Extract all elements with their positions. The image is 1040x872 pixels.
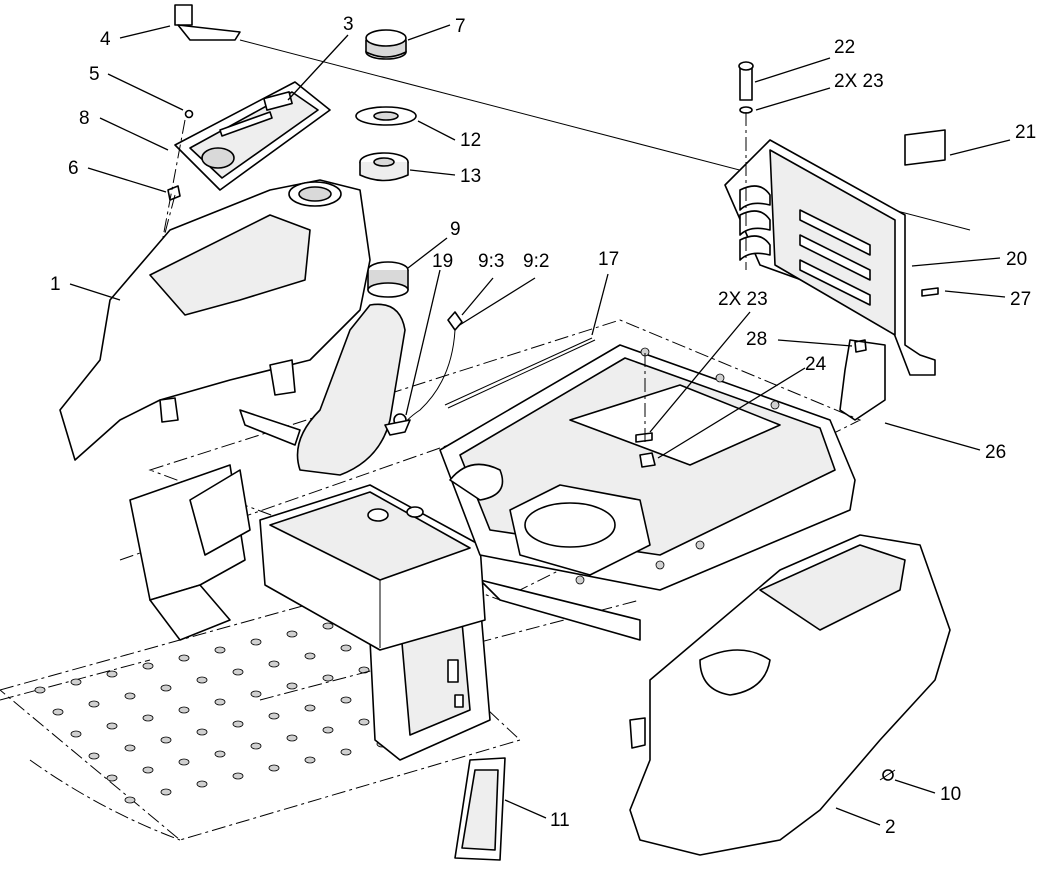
floor-hole: [70, 730, 82, 738]
callout-4: 4: [100, 29, 111, 50]
floor-hole: [232, 668, 244, 676]
floor-hole: [268, 764, 280, 772]
floor-hole: [196, 676, 208, 684]
callout-10: 10: [940, 784, 961, 805]
floor-hole: [196, 728, 208, 736]
floor-hole: [268, 660, 280, 668]
floor-hole: [268, 712, 280, 720]
callout-22: 22: [834, 37, 855, 58]
floor-hole: [196, 780, 208, 788]
floor-hole: [250, 690, 262, 698]
access-cover: [454, 757, 506, 861]
floor-hole: [304, 756, 316, 764]
callout-7: 7: [455, 16, 466, 37]
callout-9-3: 9:3: [478, 251, 504, 272]
callout-11: 11: [550, 810, 570, 831]
floor-hole: [70, 678, 82, 686]
floor-hole: [178, 654, 190, 662]
callout-2: 2: [885, 817, 896, 838]
floor-hole: [142, 662, 154, 670]
callout-12: 12: [460, 130, 481, 151]
seat-mount-panel: [635, 61, 946, 468]
callout-5: 5: [89, 64, 100, 85]
floor-hole: [124, 692, 136, 700]
callout-13: 13: [460, 166, 481, 187]
right-fender: [629, 534, 951, 856]
floor-hole: [340, 748, 352, 756]
floor-hole: [124, 744, 136, 752]
floor-hole: [322, 622, 334, 630]
callout-26: 26: [985, 442, 1006, 463]
callout-1: 1: [50, 274, 61, 295]
leader-lines: [69, 24, 1011, 826]
floor-hole: [178, 706, 190, 714]
floor-plate-holes: [34, 622, 424, 804]
callout-19: 19: [432, 251, 453, 272]
floor-hole: [34, 686, 46, 694]
linkage-rod: [444, 337, 596, 409]
callout-23-top: 2X 23: [834, 71, 884, 92]
floor-hole: [142, 714, 154, 722]
floor-hole: [286, 682, 298, 690]
callout-24: 24: [805, 354, 827, 375]
floor-hole: [232, 720, 244, 728]
battery-box: [259, 484, 486, 651]
floor-hole: [214, 698, 226, 706]
floor-hole: [142, 766, 154, 774]
callout-20: 20: [1006, 249, 1027, 270]
floor-hole: [214, 646, 226, 654]
floor-hole: [88, 700, 100, 708]
floor-hole: [286, 734, 298, 742]
floor-hole: [358, 718, 370, 726]
callout-27: 27: [1010, 289, 1031, 310]
fuel-filler-neck: [296, 261, 409, 476]
deck-pan: [439, 344, 856, 591]
floor-hole: [232, 772, 244, 780]
callout-6: 6: [68, 158, 79, 179]
floor-hole: [214, 750, 226, 758]
floor-plate: [0, 589, 521, 841]
floor-hole: [250, 638, 262, 646]
floor-hole: [124, 796, 136, 804]
floor-hole: [304, 704, 316, 712]
floor-hole: [340, 644, 352, 652]
floor-hole: [340, 696, 352, 704]
floor-hole: [106, 774, 118, 782]
callout-23-mid: 2X 23: [718, 289, 768, 310]
floor-hole: [88, 752, 100, 760]
floor-hole: [304, 652, 316, 660]
callout-17: 17: [598, 249, 619, 270]
callout-9: 9: [450, 219, 461, 240]
callout-8: 8: [79, 108, 90, 129]
floor-hole: [160, 684, 172, 692]
floor-hole: [322, 726, 334, 734]
callout-21: 21: [1015, 122, 1036, 143]
callout-labels: 4 5 3 8 6 1 7 12 13 9 19 9:3 9:2 17 22 2…: [50, 14, 1036, 838]
floor-hole: [160, 788, 172, 796]
floor-hole: [322, 674, 334, 682]
callout-9-2: 9:2: [523, 251, 549, 272]
floor-hole: [106, 670, 118, 678]
floor-hole: [160, 736, 172, 744]
floor-hole: [178, 758, 190, 766]
floor-hole: [52, 708, 64, 716]
left-fender: [59, 179, 371, 461]
floor-hole: [286, 630, 298, 638]
control-panel: [149, 81, 331, 291]
floor-hole: [106, 722, 118, 730]
floor-hole: [250, 742, 262, 750]
callout-3: 3: [343, 14, 354, 35]
callout-28: 28: [746, 329, 767, 350]
fuel-cap-stack: [355, 29, 417, 182]
